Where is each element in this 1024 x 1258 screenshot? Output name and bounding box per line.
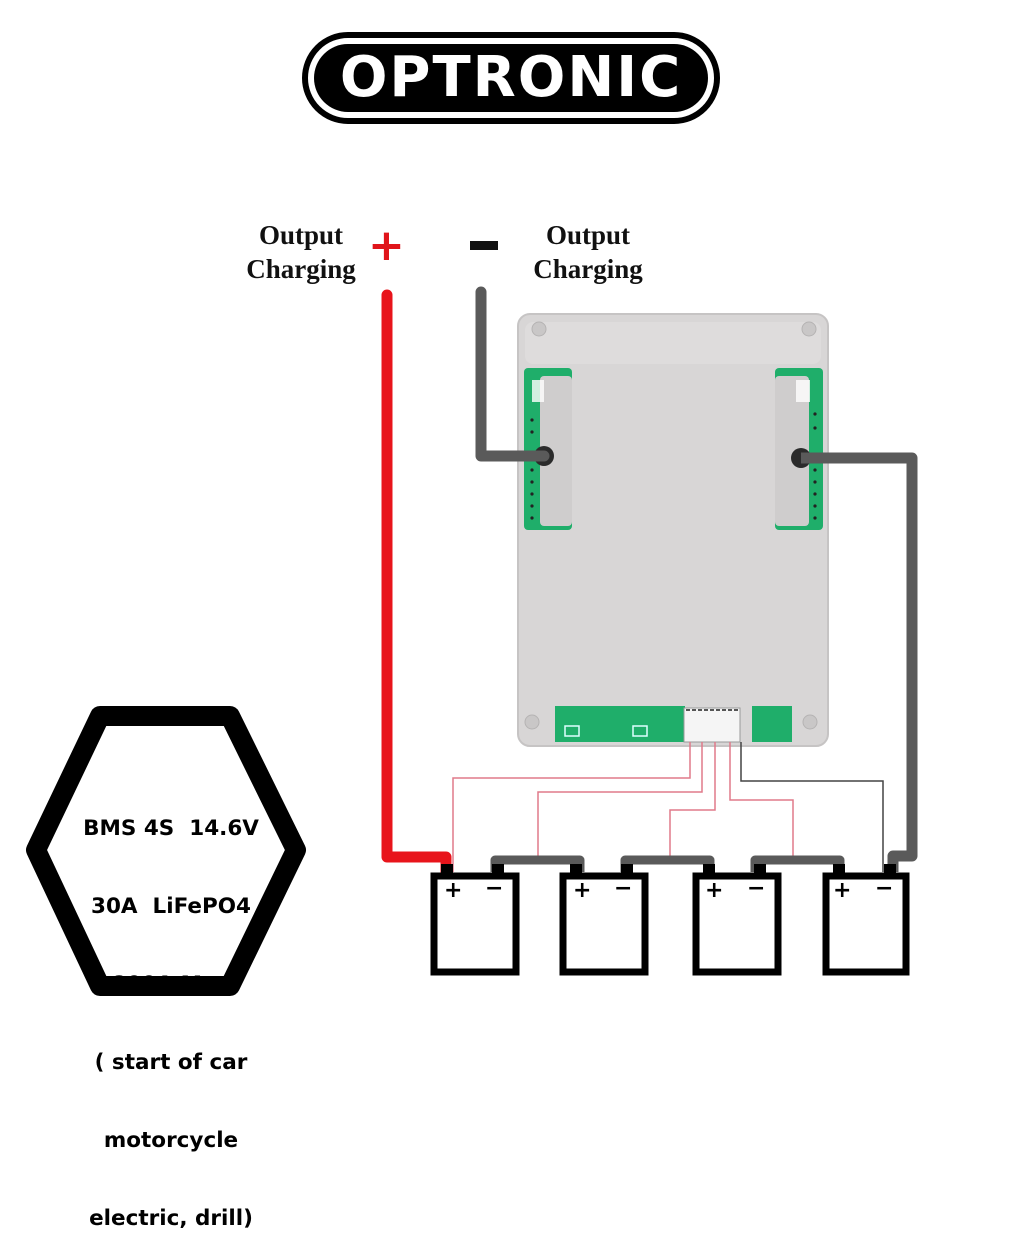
badge-line-2: 30A LiFePO4 [91,894,251,919]
battery-cells [430,872,910,976]
negative-label-line2: Charging [533,254,643,284]
logo-text: OPTRONIC [339,45,683,110]
battery-4-minus: − [875,876,894,901]
battery-3-minus: − [747,876,766,901]
series-links [490,855,845,872]
badge-line-4: ( start of car [94,1050,248,1075]
battery-4-plus: + [833,878,852,903]
bms-board [517,313,829,747]
spec-badge-hexagon [26,706,306,996]
wiring-diagram [26,286,918,996]
battery-2-plus: + [573,878,592,903]
optronic-logo: OPTRONIC [302,32,720,124]
negative-label-line1: Output [545,220,631,250]
battery-1-plus: + [444,878,463,903]
positive-label-line2: Charging [246,254,356,284]
badge-line-3: 800A Max [111,972,231,997]
battery-negative-wire [801,452,918,872]
minus-sign-icon [470,241,498,250]
balance-wires [452,742,884,872]
badge-line-5: motorcycle [103,1128,239,1153]
negative-output-label: Output Charging [518,218,658,286]
negative-output-wire [475,286,550,462]
badge-line-1: BMS 4S 14.6V [83,816,259,841]
battery-1-minus: − [485,876,504,901]
battery-2-minus: − [614,876,633,901]
badge-line-6: electric, drill) [89,1206,253,1231]
positive-label-line1: Output [258,220,344,250]
battery-3-plus: + [705,878,724,903]
spec-badge-text: BMS 4S 14.6V 30A LiFePO4 800A Max ( star… [66,764,276,1258]
plus-sign-icon: + [368,220,405,271]
positive-output-label: Output Charging [236,218,366,286]
positive-output-wire [381,289,452,878]
